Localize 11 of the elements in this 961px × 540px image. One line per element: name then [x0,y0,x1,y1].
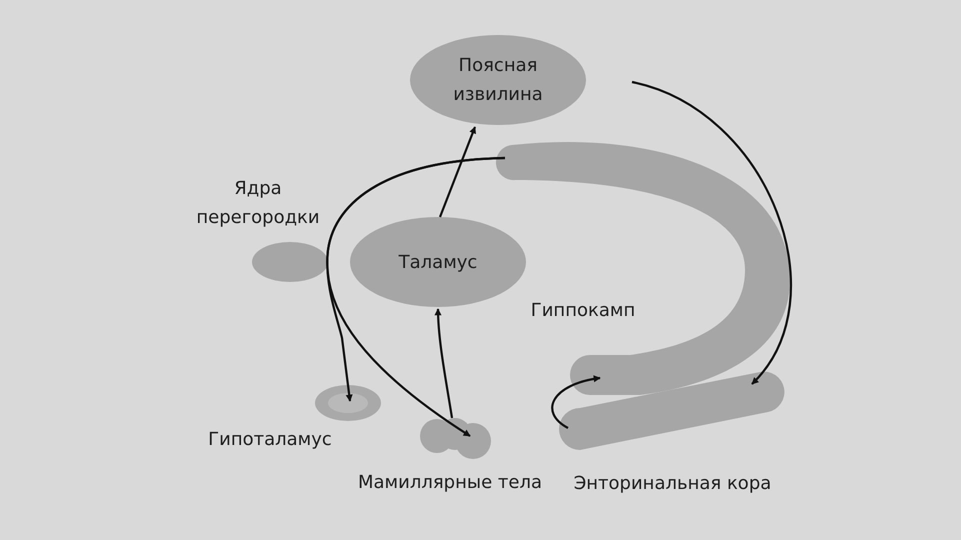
arrow [434,308,454,418]
arrow [632,80,792,385]
region-label: Гипоталамус [207,428,333,452]
region-label: Гиппокамп [530,299,636,323]
region-label: Поясная извилина [452,54,544,107]
arrow [438,126,476,218]
region-label: Энторинальная кора [572,472,772,496]
region-label: Мамиллярные тела [357,471,543,495]
region-label: Таламус [398,250,478,274]
arrow [551,376,601,429]
region-label: Ядра перегородки [195,177,321,230]
